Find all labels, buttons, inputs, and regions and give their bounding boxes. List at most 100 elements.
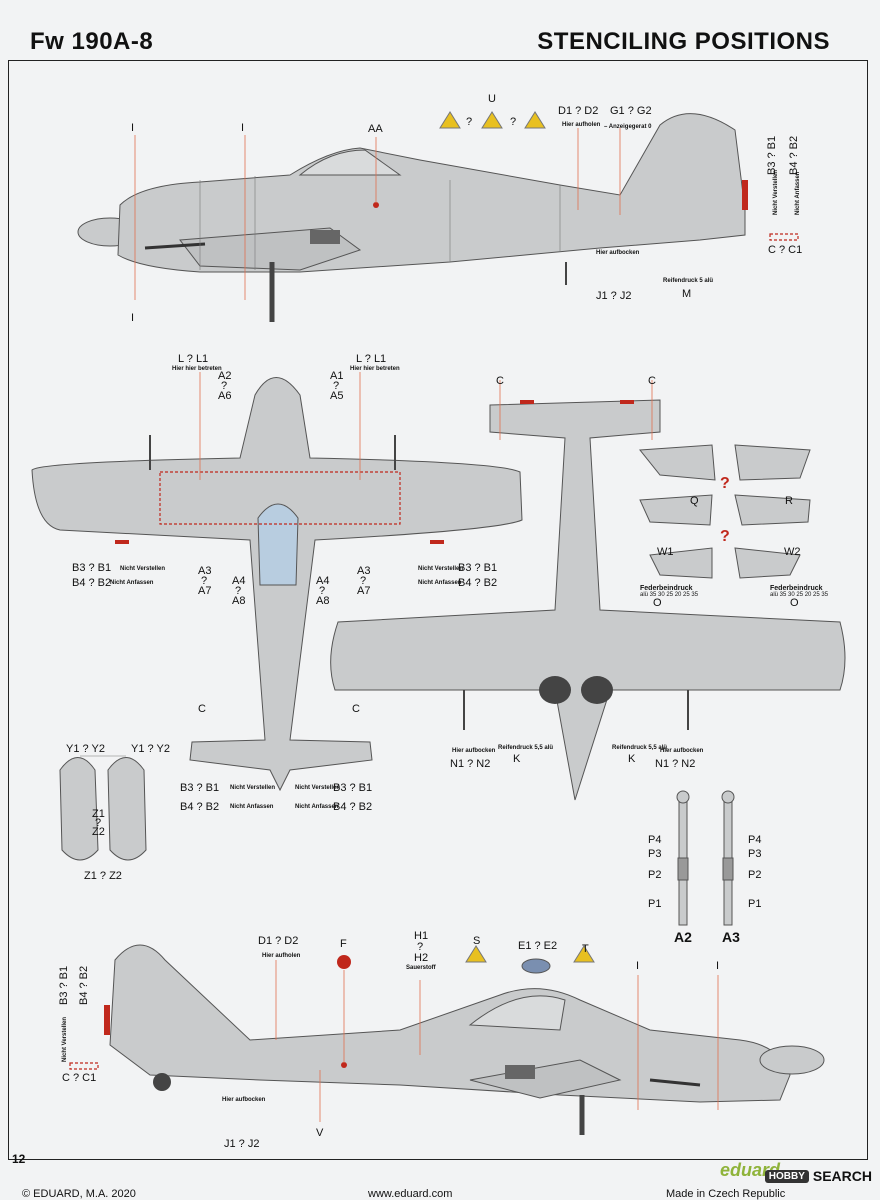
label-b3b1-bottom: B3 ? B1 [58,965,70,1005]
page-frame [8,60,868,1160]
stencil-hier-aufholen: Hier aufholen [562,122,601,128]
label-j1j2-bottom: J1 ? J2 [224,1138,260,1150]
stencil-nicht-verstellen-top: Nicht Verstellen [773,169,779,215]
landing-gear-legs [676,790,735,926]
label-q-a4-right: ? [319,585,326,597]
label-r: R [785,495,793,507]
stencil-nicht-anfassen-wing: Nicht Anfassen [110,580,154,586]
label-gear-a3: A3 [722,929,740,945]
label-m: M [682,288,692,300]
label-q-a2: ? [221,380,228,392]
stencil-nicht-anfassen-tail-left: Nicht Anfassen [230,804,274,810]
label-i-4: I [636,960,640,972]
stencil-nicht-anfassen-top: Nicht Anfassen [795,171,801,215]
label-a7-right: A7 [357,585,371,597]
stencil-federbeindruck-left: Federbeindruck [640,585,693,592]
label-a8-right: A8 [316,595,330,607]
label-t: T [582,943,589,955]
watermark: HOBBY SEARCH [764,1168,872,1184]
label-b4b2-tail-right: B4 ? B2 [333,801,373,813]
label-g1g2: G1 ? G2 [610,105,652,117]
stencil-nicht-verstellen-tail-right: Nicht Verstellen [295,785,341,791]
label-y1y2-left: Y1 ? Y2 [66,743,105,755]
copyright: © EDUARD, M.A. 2020 [22,1188,136,1200]
label-z1z2: Z1 ? Z2 [84,870,122,882]
label-w2: W2 [784,546,801,558]
gear-door-details: ? ? [639,444,811,579]
label-l-l1-left: L ? L1 [178,353,209,365]
stencil-reifendruck-top: Reifendruck 5 alü [663,278,714,284]
stencil-reifendruck-right: Reifendruck 5,5 alü [612,745,668,751]
stencil-hier-aufbocken-left: Hier aufbocken [452,748,496,754]
label-a8-left: A8 [232,595,246,607]
label-p4-right: P4 [748,834,762,846]
label-b4b2-tail-left: B4 ? B2 [180,801,220,813]
stencil-nicht-anfassen-tail-right: Nicht Anfassen [295,804,339,810]
label-p3-right: P3 [748,848,762,860]
label-q: Q [690,495,699,507]
label-l-l1-right: L ? L1 [356,353,387,365]
stencil-nicht-verstellen-wing-right: Nicht Verstellen [418,566,464,572]
label-d1d2-bottom: D1 ? D2 [258,935,299,947]
label-n1n2-right: N1 ? N2 [655,758,696,770]
side-profile-left [77,111,799,322]
label-q-a1: ? [333,380,340,392]
stencil-federbeindruck-right: Federbeindruck [770,585,823,592]
watermark-text: SEARCH [812,1168,872,1184]
label-n1n2-left: N1 ? N2 [450,758,491,770]
label-p4-left: P4 [648,834,662,846]
label-i-3: I [131,312,135,324]
label-a7-left: A7 [198,585,212,597]
label-b3b1-wing-right: B3 ? B1 [458,562,498,574]
svg-text:?: ? [720,475,730,492]
label-z2: Z2 [92,826,105,838]
label-k-left: K [513,753,521,765]
label-q-a4-left: ? [235,585,242,597]
stencil-nicht-verstellen-bottom: Nicht Verstellen [62,1016,68,1062]
website: www.eduard.com [368,1188,453,1200]
label-b4b2-top: B4 ? B2 [788,135,800,175]
label-cc1-top: C ? C1 [768,244,803,256]
watermark-badge: HOBBY [764,1169,809,1183]
stencil-anzeigegerat: – Anzeigegerat 0 [604,124,652,130]
label-q-1: ? [466,116,473,128]
stencil-nicht-verstellen-wing: Nicht Verstellen [120,566,166,572]
label-c-bottom-left: C [496,375,504,387]
label-j1j2-top: J1 ? J2 [596,290,632,302]
label-w1: W1 [657,546,674,558]
label-q-h: ? [417,941,424,953]
origin: Made in Czech Republic [666,1188,786,1200]
label-i-1: I [131,122,135,134]
label-gear-a2: A2 [674,929,692,945]
stencil-hier-aufbocken-bottom: Hier aufbocken [222,1097,266,1103]
stencil-hier-aufholen-bottom: Hier aufholen [262,953,301,959]
stencil-hier-betreten-left: Hier hier betreten [172,366,222,372]
page-number: 12 [12,1152,26,1166]
label-p2-left: P2 [648,869,662,881]
label-h2: H2 [414,952,429,964]
label-f: F [340,938,347,950]
label-q-2: ? [510,116,517,128]
stencil-hier-betreten-right: Hier hier betreten [350,366,400,372]
stencil-reifendruck-left: Reifendruck 5,5 alü [498,745,554,751]
label-q-a3-right: ? [360,575,367,587]
stencil-hier-aufbocken-top: Hier aufbocken [596,250,640,256]
label-b4b2-wing-right: B4 ? B2 [458,577,498,589]
label-i-2: I [241,122,245,134]
label-a4-left: A4 [232,575,246,587]
stencil-hier-aufbocken-right: Hier aufbocken [660,748,704,754]
label-a3-left: A3 [198,565,212,577]
label-i-5: I [716,960,720,972]
label-a3-right: A3 [357,565,371,577]
label-cc1-bottom: C ? C1 [62,1072,97,1084]
label-o-right: O [790,597,799,609]
section-title: STENCILING POSITIONS [537,28,830,55]
label-p2-right: P2 [748,869,762,881]
label-a6: A6 [218,390,232,402]
stencil-nicht-verstellen-tail-left: Nicht Verstellen [230,785,276,791]
label-y1y2-right: Y1 ? Y2 [131,743,170,755]
label-p1-left: P1 [648,898,662,910]
stencil-federdruck-vals-left: alü 35 30 25 20 25 35 [640,592,699,598]
